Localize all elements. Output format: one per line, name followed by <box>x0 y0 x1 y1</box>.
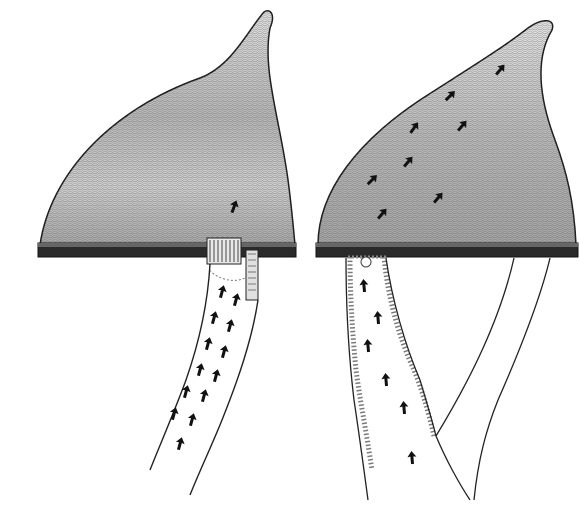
flow-arrow-icon <box>216 284 228 299</box>
right-outflow-tube <box>346 258 550 500</box>
flow-arrow-icon <box>174 436 186 451</box>
flow-arrow-icon <box>202 336 214 351</box>
flow-arrow-icon <box>210 368 222 383</box>
left-outflow-tube <box>150 264 258 495</box>
flow-arrow-icon <box>218 344 230 359</box>
flow-arrow-icon <box>198 388 210 403</box>
flow-arrow-icon <box>168 406 180 421</box>
flow-arrow-icon <box>407 451 417 465</box>
flow-arrow-icon <box>230 292 242 307</box>
flow-arrow-icon <box>224 318 236 333</box>
right-tube-arrows <box>359 279 417 465</box>
left-panel <box>38 11 296 495</box>
flow-arrow-icon <box>359 279 369 293</box>
flow-arrow-icon <box>399 401 409 415</box>
flow-arrow-icon <box>208 310 220 325</box>
flow-arrow-icon <box>186 412 198 427</box>
flow-arrow-icon <box>373 311 383 325</box>
flow-arrow-icon <box>381 373 391 387</box>
right-panel <box>316 21 578 500</box>
flow-arrow-icon <box>363 339 373 353</box>
flow-arrow-icon <box>194 362 206 377</box>
